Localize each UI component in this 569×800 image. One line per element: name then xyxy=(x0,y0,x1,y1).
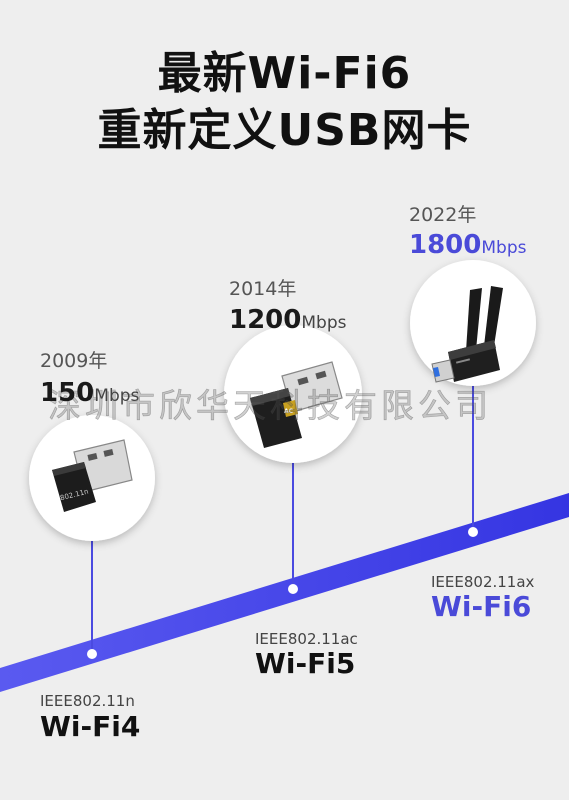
company-watermark: 深圳市欣华天科技有限公司 xyxy=(48,386,492,426)
svg-text:AC: AC xyxy=(284,408,294,415)
year-label-2014: 2014年 xyxy=(229,278,297,300)
generation-label-wifi4: Wi-Fi4 xyxy=(40,710,141,743)
speed-value: 1800 xyxy=(409,230,482,260)
speed-label-wifi6: 1800Mbps xyxy=(409,230,526,263)
speed-unit: Mbps xyxy=(481,238,527,258)
headline-line-1: 最新Wi-Fi6 xyxy=(157,48,412,99)
year-label-2009: 2009年 xyxy=(40,350,108,372)
year-label-2022: 2022年 xyxy=(409,204,477,226)
speed-unit: Mbps xyxy=(94,386,140,406)
standard-label-wifi4: IEEE802.11n xyxy=(40,692,135,710)
speed-label-wifi4: 150Mbps xyxy=(40,378,139,411)
standard-label-wifi6: IEEE802.11ax xyxy=(431,573,535,591)
timeline-node-wifi5 xyxy=(288,584,298,594)
speed-value: 150 xyxy=(40,378,95,408)
standard-label-wifi5: IEEE802.11ac xyxy=(255,630,358,648)
speed-label-wifi5: 1200Mbps xyxy=(229,305,346,338)
generation-label-wifi5: Wi-Fi5 xyxy=(255,647,356,680)
speed-value: 1200 xyxy=(229,305,302,335)
generation-label-wifi6: Wi-Fi6 xyxy=(431,590,532,623)
timeline-node-wifi6 xyxy=(468,527,478,537)
timeline-band xyxy=(0,493,569,692)
timeline-node-wifi4 xyxy=(87,649,97,659)
speed-unit: Mbps xyxy=(301,313,347,333)
headline-line-2: 重新定义USB网卡 xyxy=(97,105,472,156)
